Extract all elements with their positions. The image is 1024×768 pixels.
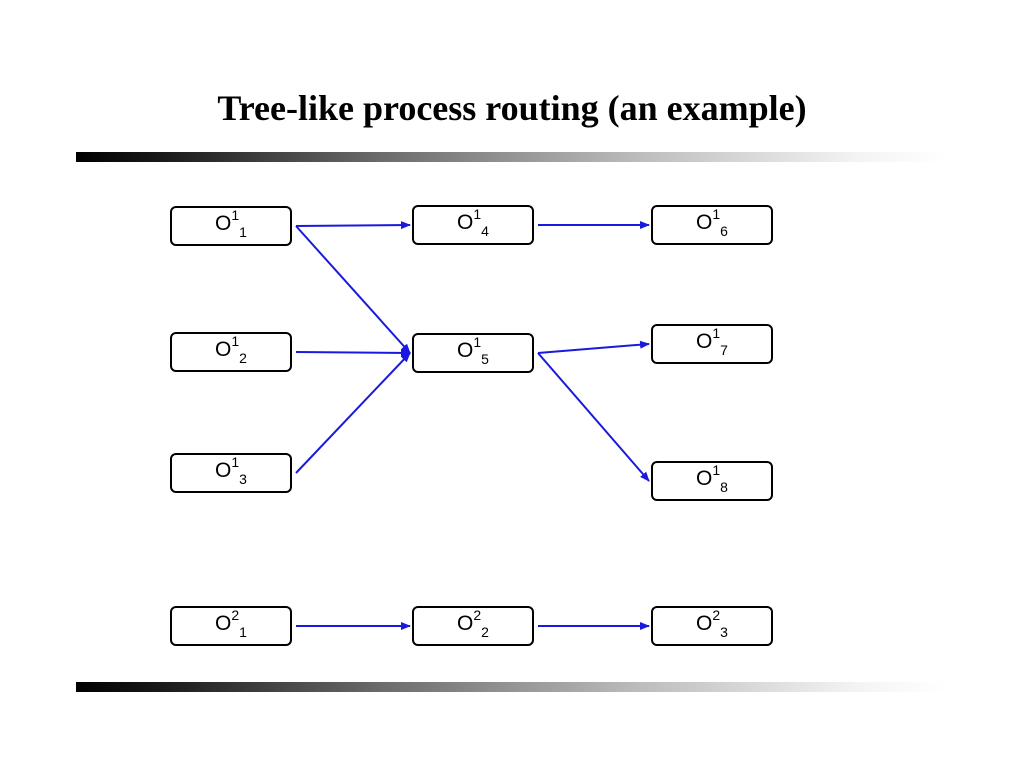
arrow-o1-5-to-o1-8 [537,352,650,482]
arrow-o1-3-to-o1-5 [295,352,411,474]
operation-node-o1-4: O14 [412,205,534,245]
operation-node-o1-3: O13 [170,453,292,493]
arrow-o1-1-to-o1-5 [295,225,411,354]
operation-node-o1-6: O16 [651,205,773,245]
operation-node-o2-1: O21 [170,606,292,646]
operation-node-o1-1: O11 [170,206,292,246]
top-gradient-rule [76,152,946,162]
bottom-gradient-rule [76,682,946,692]
operation-node-o1-5: O15 [412,333,534,373]
operation-node-o2-2: O22 [412,606,534,646]
arrow-o1-5-to-o1-7 [537,340,650,354]
operation-node-o2-3: O23 [651,606,773,646]
arrow-o1-2-to-o1-5 [295,348,411,357]
slide-title: Tree-like process routing (an example) [217,88,807,128]
operation-node-o1-2: O12 [170,332,292,372]
operation-node-o1-7: O17 [651,324,773,364]
operation-node-o1-8: O18 [651,461,773,501]
arrow-o1-1-to-o1-4 [295,221,411,230]
